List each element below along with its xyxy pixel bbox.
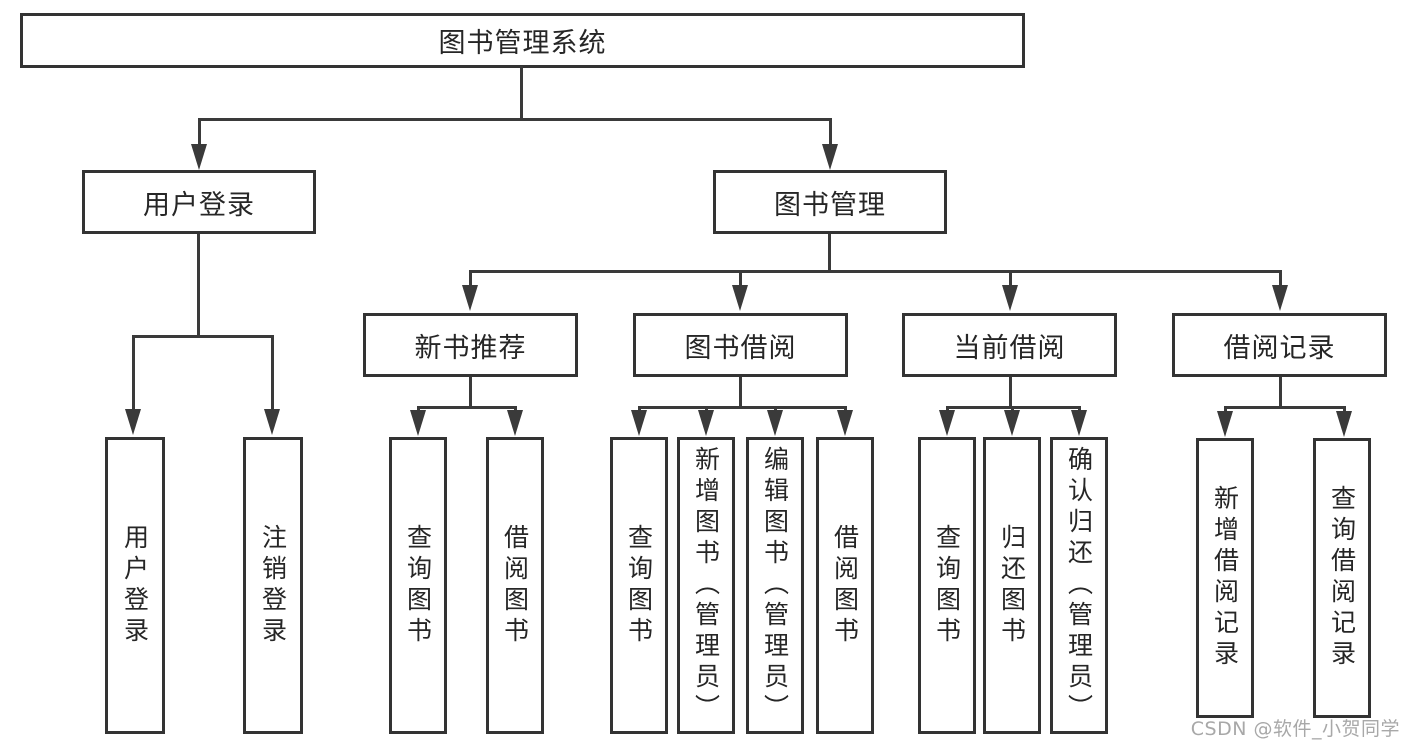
arrowhead-cb-confirm [1071, 410, 1087, 436]
leaf-bb-edit-books-admin-label: 编辑图书（管理员） [760, 446, 790, 725]
connector-bb-stem [739, 377, 742, 406]
leaf-br-query-record: 查询借阅记录 [1313, 438, 1371, 718]
leaf-br-query-record-label: 查询借阅记录 [1327, 485, 1357, 671]
leaf-bb-edit-books-admin: 编辑图书（管理员） [746, 437, 804, 734]
connector-drop-user-login [198, 118, 201, 148]
arrowhead-bb-borrow [837, 410, 853, 436]
connector-drop-new-book-rec [469, 270, 472, 287]
arrowhead-bb-edit [767, 410, 783, 436]
arrowhead-borrow-records [1272, 285, 1288, 311]
leaf-cb-return-books-label: 归还图书 [997, 523, 1027, 648]
connector-drop-logout-leaf [271, 335, 274, 413]
arrowhead-cb-return [1004, 410, 1020, 436]
arrowhead-nbr-borrow [507, 410, 523, 436]
arrowhead-br-query [1336, 411, 1352, 437]
connector-drop-br-add [1224, 406, 1227, 414]
arrowhead-current-borrow [1002, 285, 1018, 311]
leaf-user-login-label: 用户登录 [120, 523, 150, 648]
connector-drop-br-query [1343, 406, 1346, 414]
leaf-cb-return-books: 归还图书 [983, 437, 1041, 734]
connector-drop-login-leaf [132, 335, 135, 413]
node-book-management-label: 图书管理 [774, 189, 886, 221]
leaf-cb-confirm-return-admin-label: 确认归还（管理员） [1064, 446, 1094, 725]
node-new-book-recommend-label: 新书推荐 [414, 332, 527, 364]
connector-drop-book-borrow [739, 270, 742, 287]
connector-drop-borrow-records [1279, 270, 1282, 287]
arrowhead-user-login [191, 144, 207, 170]
arrowhead-book-borrow [732, 285, 748, 311]
leaf-nbr-borrow-books-label: 借阅图书 [500, 523, 530, 648]
arrowhead-new-book-rec [462, 285, 478, 311]
arrowhead-login-leaf [125, 409, 141, 435]
leaf-user-login: 用户登录 [105, 437, 165, 734]
connector-br-rail [1224, 406, 1344, 409]
arrowhead-br-add [1217, 411, 1233, 437]
connector-user-login-stem [197, 234, 200, 335]
node-borrowing-records: 借阅记录 [1172, 313, 1387, 377]
leaf-bb-query-books: 查询图书 [610, 437, 668, 734]
leaf-nbr-query-books: 查询图书 [389, 437, 447, 734]
node-user-login: 用户登录 [82, 170, 316, 234]
arrowhead-nbr-query [410, 410, 426, 436]
node-book-borrowing: 图书借阅 [633, 313, 848, 377]
leaf-nbr-borrow-books: 借阅图书 [486, 437, 544, 734]
leaf-cb-query-books: 查询图书 [918, 437, 976, 734]
node-user-login-label: 用户登录 [143, 189, 255, 221]
arrowhead-bb-add [698, 410, 714, 436]
connector-nbr-rail [417, 406, 517, 409]
arrowhead-logout-leaf [264, 409, 280, 435]
leaf-cb-confirm-return-admin: 确认归还（管理员） [1050, 437, 1108, 734]
connector-book-mgmt-stem [828, 234, 831, 270]
connector-nbr-stem [469, 377, 472, 406]
node-book-borrowing-label: 图书借阅 [684, 332, 797, 364]
arrowhead-bb-query [631, 410, 647, 436]
connector-br-stem [1279, 377, 1282, 406]
arrowhead-cb-query [939, 410, 955, 436]
node-book-management: 图书管理 [713, 170, 947, 234]
connector-book-mgmt-rail [469, 270, 1282, 273]
leaf-br-add-record: 新增借阅记录 [1196, 438, 1254, 718]
leaf-logout: 注销登录 [243, 437, 303, 734]
node-library-management-system: 图书管理系统 [20, 13, 1025, 68]
leaf-logout-label: 注销登录 [258, 523, 288, 648]
connector-drop-current-borrow [1009, 270, 1012, 287]
leaf-nbr-query-books-label: 查询图书 [403, 523, 433, 648]
leaf-bb-add-books-admin: 新增图书（管理员） [677, 437, 735, 734]
connector-bb-rail [638, 406, 847, 409]
node-new-book-recommend: 新书推荐 [363, 313, 578, 377]
leaf-bb-borrow-books-label: 借阅图书 [830, 523, 860, 648]
csdn-watermark: CSDN @软件_小贺同学 [1190, 718, 1400, 740]
arrowhead-book-mgmt [822, 144, 838, 170]
leaf-bb-query-books-label: 查询图书 [624, 523, 654, 648]
leaf-cb-query-books-label: 查询图书 [932, 523, 962, 648]
node-library-management-system-label: 图书管理系统 [438, 28, 607, 59]
node-borrowing-records-label: 借阅记录 [1223, 332, 1336, 364]
leaf-bb-add-books-admin-label: 新增图书（管理员） [691, 446, 721, 725]
connector-drop-book-mgmt [829, 118, 832, 148]
connector-root-rail [198, 118, 832, 121]
connector-cb-stem [1009, 377, 1012, 406]
node-current-borrowing: 当前借阅 [902, 313, 1117, 377]
connector-root-stem [520, 66, 523, 120]
leaf-bb-borrow-books: 借阅图书 [816, 437, 874, 734]
leaf-br-add-record-label: 新增借阅记录 [1210, 485, 1240, 671]
connector-user-login-rail [132, 335, 273, 338]
node-current-borrowing-label: 当前借阅 [953, 332, 1066, 364]
